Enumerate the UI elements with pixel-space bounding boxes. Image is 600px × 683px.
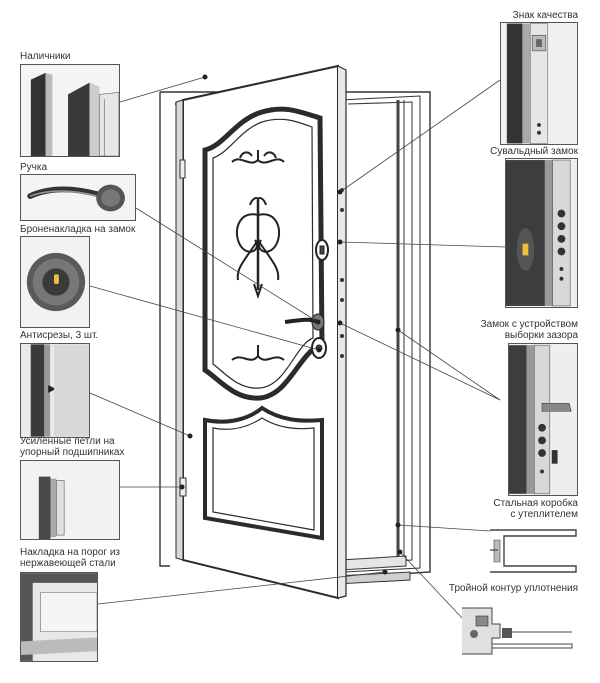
leader-anti-cut	[89, 392, 191, 437]
hinge-icon	[21, 461, 119, 539]
lever-lock-icon	[506, 159, 577, 307]
label-threshold-line1: Накладка на порог из	[20, 547, 120, 558]
handle-icon	[22, 175, 134, 220]
leader-quality	[339, 79, 501, 193]
door-leaf	[175, 64, 347, 600]
threshold-icon	[21, 573, 97, 661]
lower-panel	[203, 405, 324, 541]
thumb-gap-lock	[508, 343, 578, 496]
thumb-hinges	[20, 460, 120, 540]
leader-threshold	[97, 571, 386, 605]
label-hinges-line1: Усиленные петли на	[20, 436, 115, 447]
anti-cut-icon	[21, 344, 89, 437]
label-hinges: Усиленные петли на упорный подшипниках	[20, 436, 125, 458]
quality-mark-icon	[501, 23, 577, 144]
seal-profile-icon	[462, 607, 573, 655]
label-gap-lock-line2: выборки зазора	[504, 330, 578, 341]
thumb-trim	[20, 64, 120, 157]
label-armor-plate: Броненакладка на замок	[20, 224, 136, 235]
label-trim: Наличники	[20, 51, 71, 62]
label-steel-box-line2: с утеплителем	[510, 509, 578, 520]
thumb-threshold	[20, 572, 98, 662]
leader-lever-lock	[339, 241, 506, 248]
locking-pins	[340, 188, 344, 358]
label-handle: Ручка	[20, 162, 48, 173]
thumb-armor-plate	[20, 236, 90, 328]
leader-trim	[119, 76, 206, 103]
leader-steel-box	[397, 524, 491, 532]
thumb-handle	[20, 174, 136, 221]
leader-gap-lock-1	[339, 322, 501, 401]
thumb-steel-box	[490, 522, 578, 580]
gap-lock-icon	[509, 344, 577, 495]
label-steel-box-line1: Стальная коробка	[493, 498, 578, 509]
armor-plate-icon	[21, 237, 89, 327]
label-threshold-line2: нержавеющей стали	[20, 558, 116, 569]
ornaments	[231, 150, 285, 361]
leader-seal	[399, 551, 463, 619]
thumb-seal	[462, 594, 578, 666]
steel-box-profile-icon	[490, 529, 577, 573]
label-anti-cut: Антисрезы, 3 шт.	[20, 330, 99, 341]
leader-gap-lock-2	[397, 329, 501, 401]
label-gap-lock-line1: Замок с устройством	[480, 319, 578, 330]
leader-armor	[89, 285, 320, 351]
label-threshold: Накладка на порог из нержавеющей стали	[20, 547, 120, 569]
label-steel-box: Стальная коробка с утеплителем	[493, 498, 578, 520]
leader-handle	[135, 207, 319, 323]
label-lever-lock: Сувальдный замок	[490, 146, 578, 157]
label-gap-lock: Замок с устройством выборки зазора	[481, 319, 578, 341]
thumb-lever-lock	[505, 158, 578, 308]
label-seal: Тройной контур уплотнения	[448, 583, 578, 594]
label-hinges-line2: упорный подшипниках	[20, 447, 125, 458]
thumb-quality-mark	[500, 22, 578, 145]
trim-detail-icon	[21, 65, 119, 156]
label-quality-mark: Знак качества	[512, 10, 578, 21]
thumb-anti-cut	[20, 343, 90, 438]
